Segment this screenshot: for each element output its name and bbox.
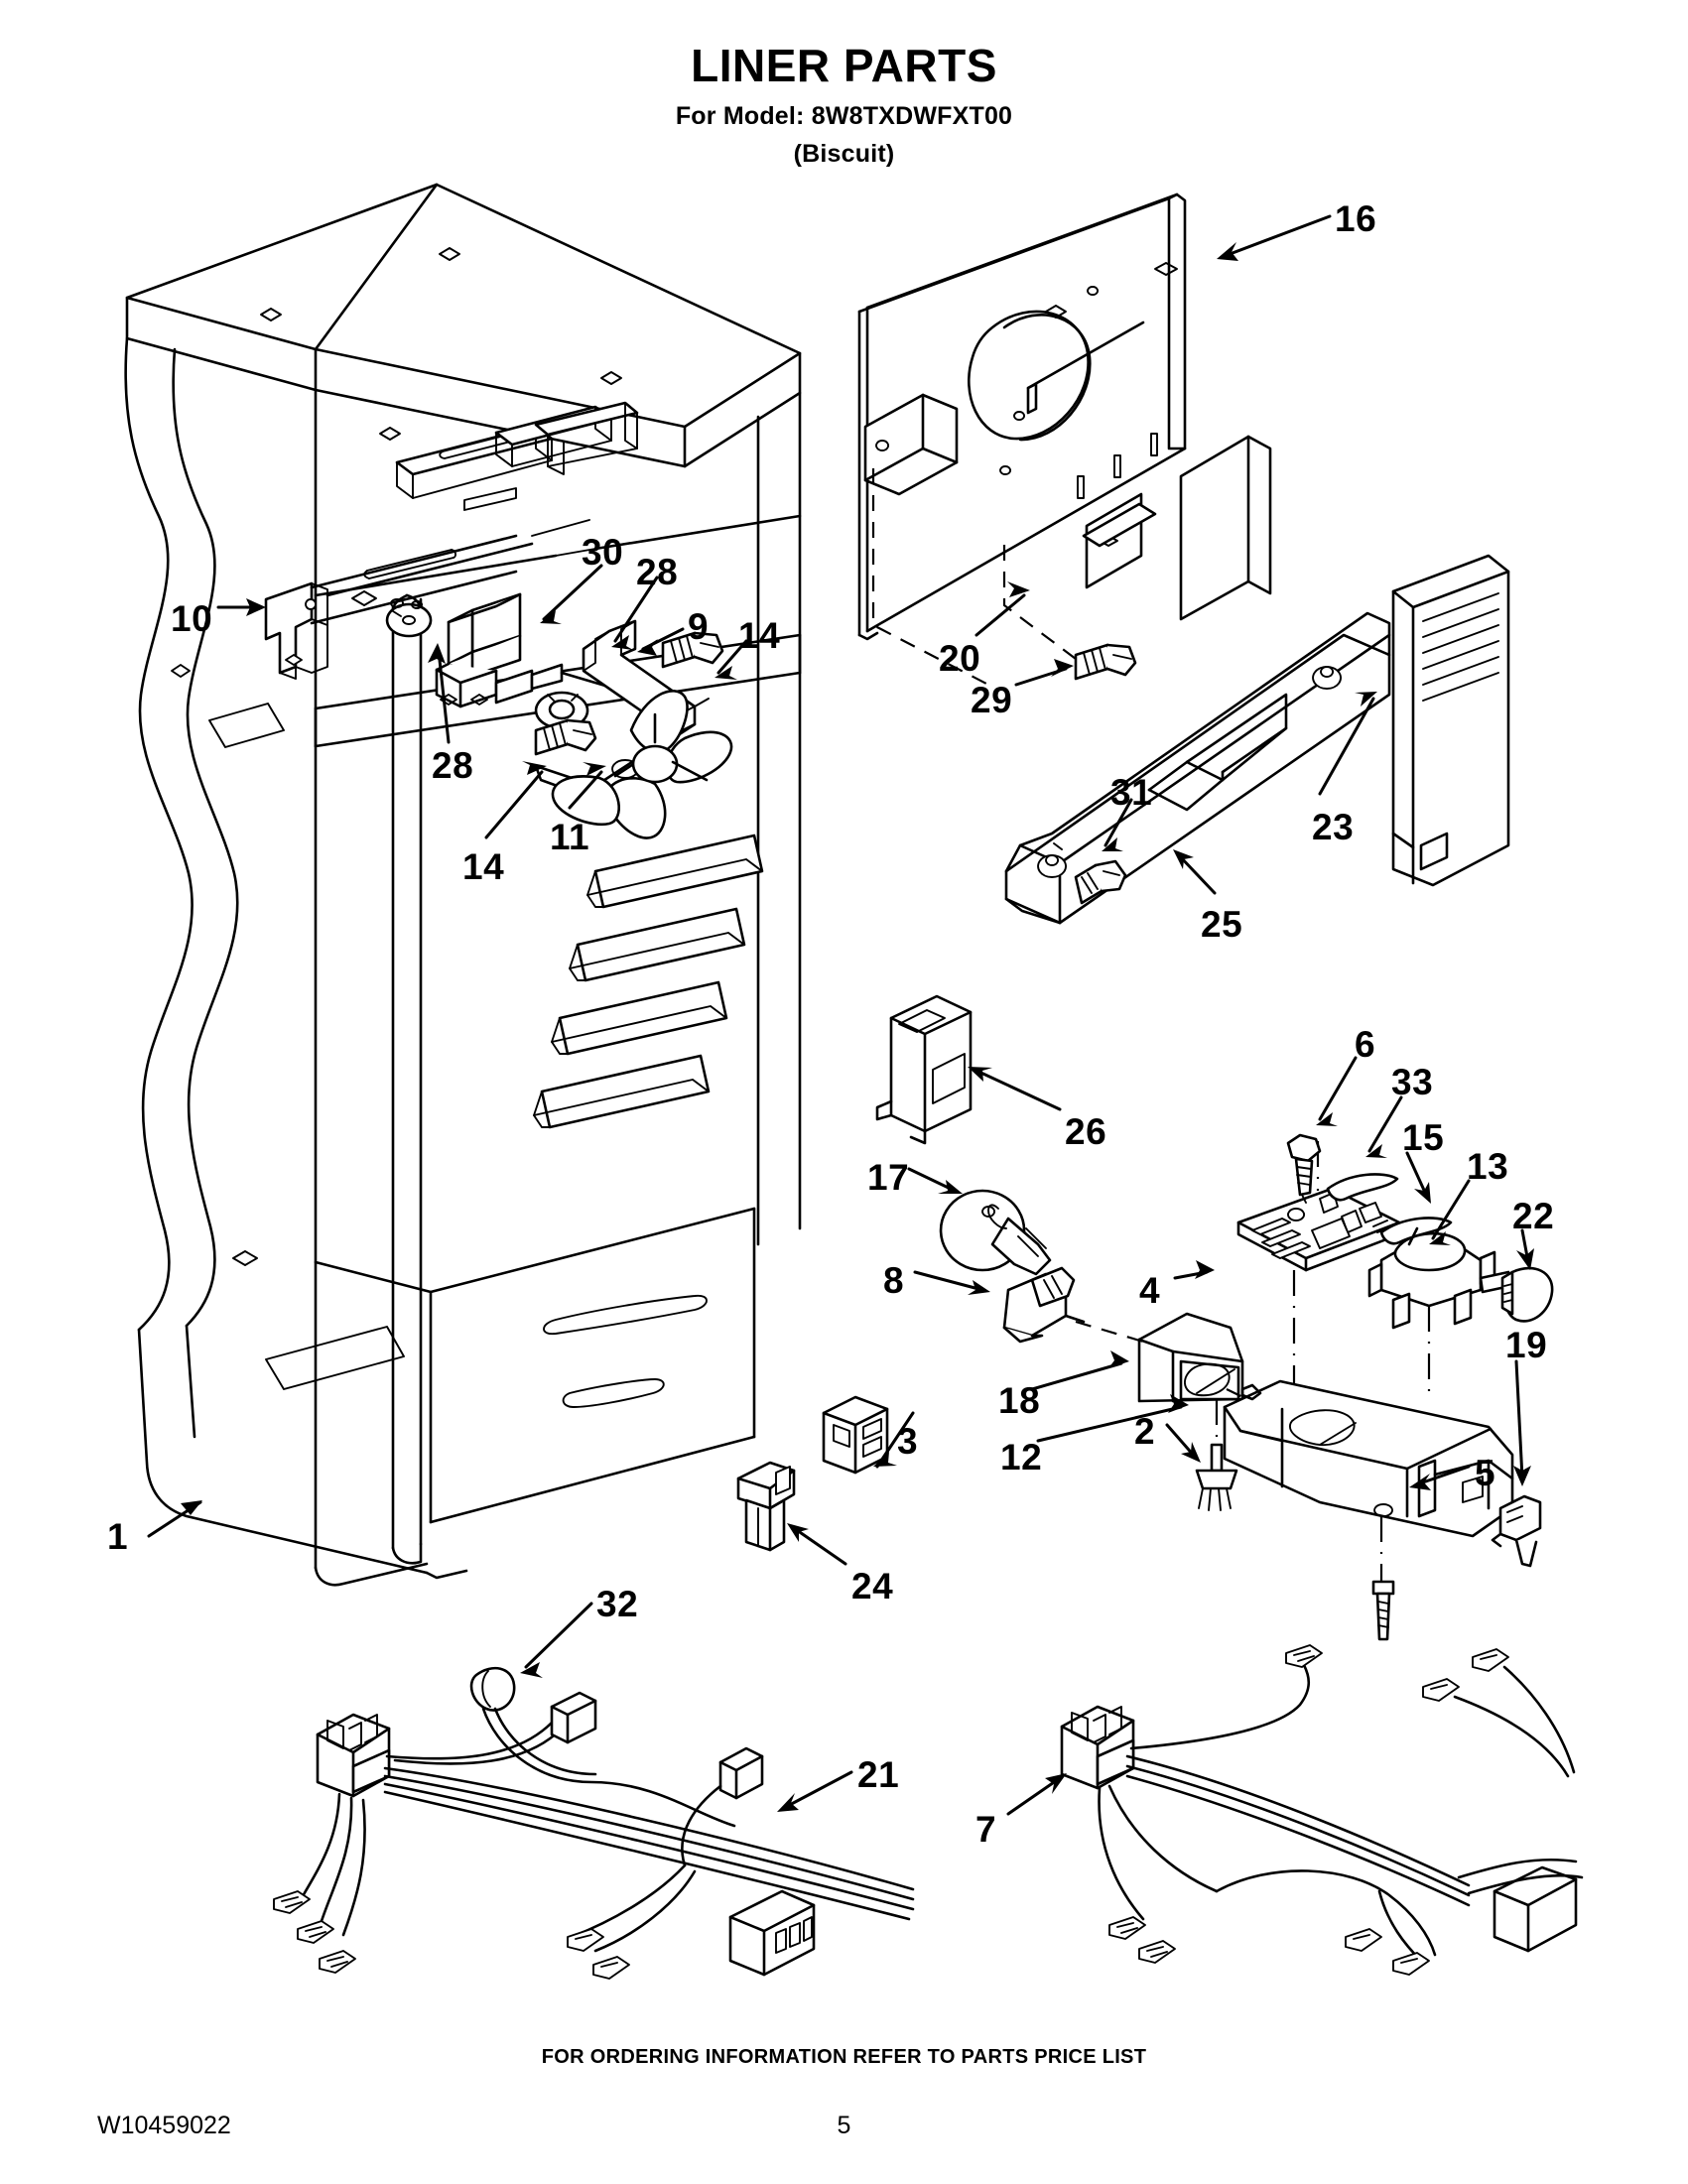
callout-number-22: 22 <box>1512 1196 1555 1236</box>
document-code: W10459022 <box>97 2112 231 2139</box>
callout-number-16: 16 <box>1335 198 1377 239</box>
harness-terminal <box>1108 1916 1146 1940</box>
grommet-drawing <box>385 598 589 730</box>
callout-number-29: 29 <box>971 680 1013 720</box>
callout-number-26: 26 <box>1065 1111 1107 1152</box>
air-damper-cover-drawing <box>1391 554 1510 887</box>
light-bulb-drawing <box>939 1189 1052 1276</box>
clip-retainer-drawing <box>1491 1494 1542 1568</box>
thermostat-drawing <box>1367 1226 1512 1399</box>
callout-number-13: 13 <box>1467 1146 1509 1187</box>
rear-liner-panel-drawing <box>857 193 1272 641</box>
ordering-information-note: FOR ORDERING INFORMATION REFER TO PARTS … <box>541 2046 1147 2068</box>
callout-number-14: 14 <box>462 846 505 887</box>
callout-number-12: 12 <box>1000 1437 1043 1477</box>
harness-terminal <box>1345 1928 1382 1952</box>
harness-terminal <box>319 1950 356 1974</box>
callout-number-33: 33 <box>1391 1062 1434 1102</box>
page-number: 5 <box>837 2112 851 2139</box>
harness-terminal <box>1138 1940 1176 1964</box>
air-duct-panel-leader-dashes <box>871 468 989 686</box>
evaporator-fan-blade-drawing <box>551 690 733 839</box>
page-header: LINER PARTS For Model: 8W8TXDWFXT00 (Bis… <box>0 42 1688 169</box>
air-damper-chute-drawing <box>1004 611 1391 925</box>
wire-harness-left-drawing <box>273 1691 915 1980</box>
callout-number-18: 18 <box>998 1380 1041 1421</box>
harness-terminal <box>1285 1644 1323 1668</box>
callout-number-21: 21 <box>857 1754 900 1795</box>
wire-connector-3pin-drawing <box>822 1395 889 1475</box>
callout-number-31: 31 <box>1110 772 1153 813</box>
model-line: For Model: 8W8TXDWFXT00 <box>675 102 1013 131</box>
callout-number-19: 19 <box>1505 1325 1548 1365</box>
hex-head-screw-drawing <box>1286 1133 1322 1204</box>
cabinet-liner-drawing <box>124 183 802 1587</box>
callout-number-8: 8 <box>883 1260 905 1301</box>
light-shield-cover-drawing <box>1075 1312 1366 1458</box>
callout-number-28: 28 <box>636 552 679 592</box>
harness-terminal <box>1422 1678 1460 1702</box>
callout-number-17: 17 <box>867 1157 910 1198</box>
wire-grommet-drawing <box>469 1666 516 1712</box>
callout-number-1: 1 <box>107 1516 129 1557</box>
callout-number-11: 11 <box>550 817 590 857</box>
fan-motor-drawing <box>435 592 617 708</box>
callout-number-9: 9 <box>688 606 710 647</box>
callout-number-7: 7 <box>975 1809 997 1850</box>
color-variant-label: (Biscuit) <box>793 140 895 169</box>
callout-number-5: 5 <box>1475 1453 1496 1493</box>
light-switch-drawing <box>875 994 973 1145</box>
callout-number-24: 24 <box>851 1566 894 1606</box>
callout-number-4: 4 <box>1139 1270 1161 1311</box>
callout-number-6: 6 <box>1355 1024 1376 1065</box>
callout-number-15: 15 <box>1402 1117 1445 1158</box>
shelf-rails <box>533 834 764 1129</box>
wire-connector-2pin-drawing <box>736 1461 796 1552</box>
callout-number-3: 3 <box>897 1421 919 1462</box>
harness-terminal <box>1472 1648 1509 1672</box>
callout-number-30: 30 <box>582 532 624 573</box>
page-title: LINER PARTS <box>691 40 997 91</box>
light-socket-drawing <box>1002 1266 1086 1344</box>
callout-number-10: 10 <box>171 598 213 639</box>
harness-terminal <box>1392 1952 1430 1976</box>
callout-number-28: 28 <box>432 745 474 786</box>
harness-terminal <box>273 1890 311 1914</box>
fan-mounting-screw-drawing <box>534 631 724 756</box>
callout-number-32: 32 <box>596 1584 639 1624</box>
callout-leaders <box>147 214 1534 1816</box>
drain-plug-drawing <box>1195 1399 1238 1511</box>
harness-terminal <box>567 1928 604 1952</box>
panel-screw-drawing <box>1002 544 1137 681</box>
harness-terminal <box>592 1956 630 1980</box>
control-knob-drawing <box>1500 1266 1554 1323</box>
callout-number-20: 20 <box>939 638 981 679</box>
callout-number-2: 2 <box>1134 1411 1156 1452</box>
callout-number-23: 23 <box>1312 807 1355 847</box>
wire-harness-right-drawing <box>1060 1644 1584 1976</box>
damper-screw-drawing <box>1074 859 1127 905</box>
freezer-ceiling-rail <box>395 401 639 537</box>
mounting-screw-lower-drawing <box>1371 1580 1395 1641</box>
callout-number-14: 14 <box>738 615 781 656</box>
callout-number-25: 25 <box>1201 904 1243 945</box>
shelf-support-bracket-drawing <box>264 534 534 680</box>
control-housing-base-drawing <box>1223 1379 1514 1594</box>
harness-terminal <box>297 1920 334 1944</box>
